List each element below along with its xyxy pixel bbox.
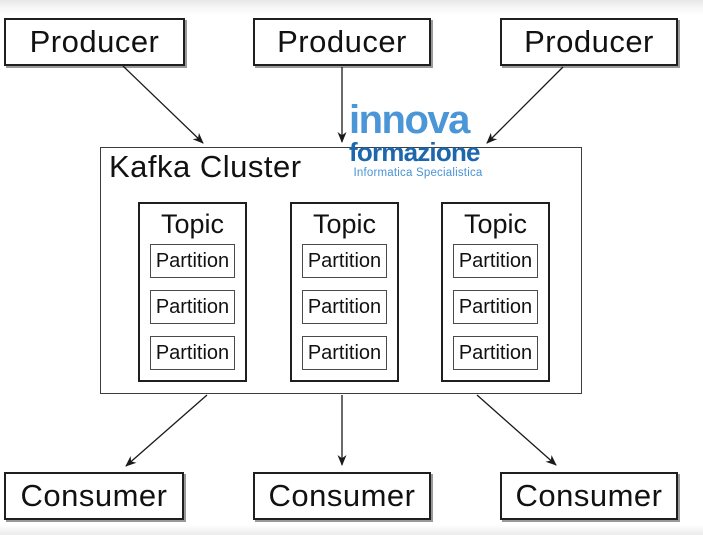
producer-label: Producer [29, 24, 160, 59]
topic-label: Topic [312, 209, 377, 239]
topic-box-1: Topic Partition Partition Partition [138, 202, 247, 382]
topic-label: Topic [160, 209, 225, 239]
topic-label: Topic [463, 209, 528, 239]
partition-box: Partition [302, 336, 387, 370]
logo-wordmark-innova: innova [349, 98, 470, 142]
kafka-cluster-title: Kafka Cluster [109, 149, 302, 184]
consumer-label: Consumer [268, 478, 416, 513]
consumer-box-2: Consumer [253, 472, 431, 520]
partition-box: Partition [453, 336, 538, 370]
arrow-cluster-to-consumer3 [476, 394, 557, 466]
consumer-box-1: Consumer [4, 472, 184, 520]
producer-label: Producer [524, 24, 654, 59]
arrow-cluster-to-consumer1 [125, 394, 208, 467]
partition-box: Partition [150, 290, 235, 324]
consumer-label: Consumer [515, 478, 663, 513]
arrow-producer1-to-cluster [122, 65, 204, 144]
partition-box: Partition [453, 290, 538, 324]
top-gradient-strip [0, 0, 703, 16]
partition-box: Partition [302, 290, 387, 324]
consumer-label: Consumer [20, 478, 168, 513]
producer-label: Producer [277, 24, 407, 59]
partition-box: Partition [150, 336, 235, 370]
partition-box: Partition [150, 244, 235, 278]
topic-box-3: Topic Partition Partition Partition [441, 202, 550, 382]
bottom-gradient-strip [0, 525, 703, 535]
topic-box-2: Topic Partition Partition Partition [290, 202, 399, 382]
kafka-cluster-box: Kafka Cluster Topic Partition Partition … [100, 147, 582, 394]
arrow-producer3-to-cluster [486, 66, 564, 144]
producer-box-1: Producer [4, 18, 185, 66]
consumer-box-3: Consumer [500, 472, 678, 520]
partition-box: Partition [302, 244, 387, 278]
producer-box-3: Producer [500, 18, 678, 66]
partition-box: Partition [453, 244, 538, 278]
producer-box-2: Producer [253, 18, 431, 66]
